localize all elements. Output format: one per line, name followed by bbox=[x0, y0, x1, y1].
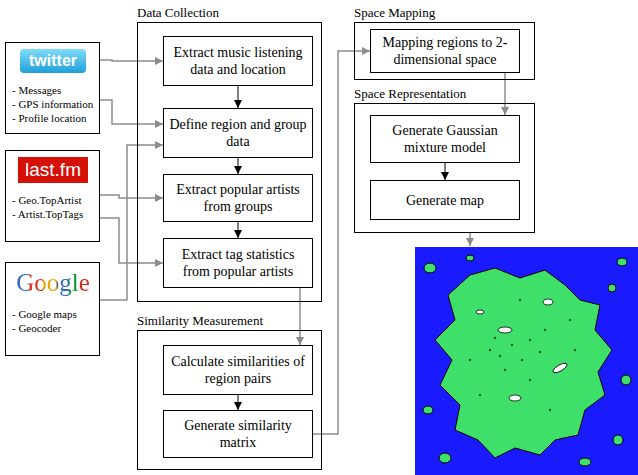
map-holes bbox=[476, 299, 568, 401]
process-label: Extract music listening data and locatio… bbox=[169, 44, 307, 78]
bullet-item: - Profile location bbox=[12, 111, 87, 125]
process-box: Generate similarity matrix bbox=[163, 410, 313, 458]
process-label: Extract tag statistics from popular arti… bbox=[169, 246, 307, 280]
connector bbox=[238, 222, 239, 238]
connector bbox=[100, 100, 163, 124]
source-box: last.fm - Geo.TopArtist- Artist.TopTags bbox=[5, 150, 100, 242]
map-background bbox=[415, 247, 638, 475]
process-label: Generate Gaussian mixture model bbox=[376, 122, 514, 156]
connector bbox=[100, 145, 163, 300]
process-label: Extract popular artists from groups bbox=[169, 181, 307, 215]
group-title: Space Mapping bbox=[354, 5, 435, 21]
process-label: Calculate similarities of region pairs bbox=[169, 353, 307, 387]
process-box: Generate Gaussian mixture model bbox=[370, 115, 520, 163]
process-label: Mapping regions to 2-dimensional space bbox=[376, 34, 514, 68]
logo-text: last.fm bbox=[18, 157, 88, 183]
process-box: Extract tag statistics from popular arti… bbox=[163, 238, 313, 288]
process-box: Mapping regions to 2-dimensional space bbox=[370, 29, 520, 73]
process-box: Extract music listening data and locatio… bbox=[163, 36, 313, 86]
logo-text: Google bbox=[16, 269, 90, 297]
connector bbox=[299, 288, 301, 345]
process-box: Generate map bbox=[370, 180, 520, 220]
connector bbox=[238, 158, 239, 174]
group-title: Similarity Measurement bbox=[137, 313, 263, 329]
group-box: Data CollectionExtract music listening d… bbox=[137, 22, 322, 302]
map-arrow bbox=[469, 233, 471, 246]
map-dots bbox=[469, 299, 576, 411]
group-title: Data Collection bbox=[137, 5, 219, 21]
connector bbox=[100, 60, 163, 61]
group-box: Space MappingMapping regions to 2-dimens… bbox=[354, 22, 535, 80]
group-title: Space Representation bbox=[354, 86, 466, 102]
bullet-item: - GPS information bbox=[12, 97, 93, 111]
connector bbox=[100, 218, 163, 263]
process-label: Generate similarity matrix bbox=[169, 417, 307, 451]
logo-text: twitter bbox=[20, 49, 86, 73]
source-box: twitter - Messages- GPS information- Prof… bbox=[5, 42, 100, 134]
source-box: Google - Google maps- Geocoder bbox=[5, 262, 100, 356]
process-label: Define region and group data bbox=[169, 116, 307, 150]
connector bbox=[100, 195, 163, 198]
map-blob bbox=[435, 268, 612, 458]
connector bbox=[238, 86, 239, 108]
connector bbox=[445, 163, 446, 180]
connector bbox=[238, 395, 239, 410]
process-box: Calculate similarities of region pairs bbox=[163, 345, 313, 395]
group-box: Similarity MeasurementCalculate similari… bbox=[137, 330, 322, 470]
bullet-item: - Geocoder bbox=[12, 321, 61, 335]
group-box: Space RepresentationGenerate Gaussian mi… bbox=[354, 103, 535, 233]
process-box: Define region and group data bbox=[163, 108, 313, 158]
bullet-item: - Messages bbox=[12, 83, 61, 97]
bullet-item: - Artist.TopTags bbox=[12, 207, 83, 221]
bullet-item: - Geo.TopArtist bbox=[12, 193, 82, 207]
process-box: Extract popular artists from groups bbox=[163, 174, 313, 222]
bullet-item: - Google maps bbox=[12, 307, 77, 321]
process-label: Generate map bbox=[406, 192, 484, 209]
map-islands bbox=[423, 255, 631, 466]
